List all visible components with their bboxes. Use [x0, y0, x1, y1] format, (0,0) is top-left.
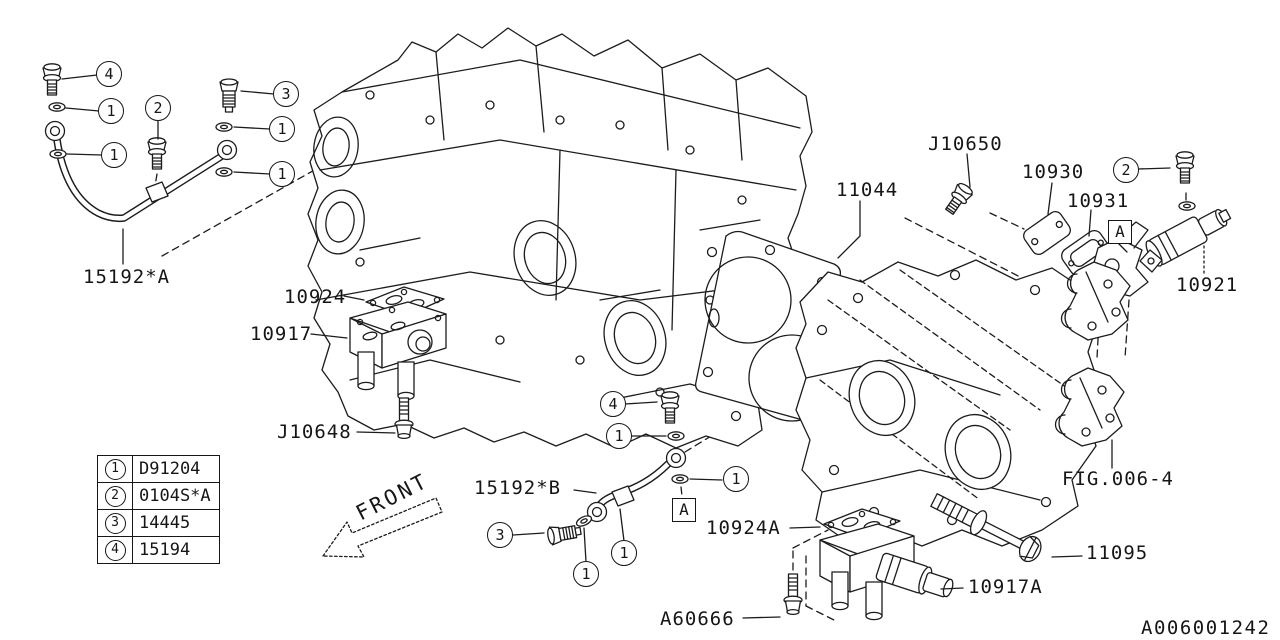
part-label-11095[interactable]: 11095 [1086, 542, 1149, 564]
callout-marker[interactable]: 1 [269, 161, 295, 187]
valve-assembly-10917a-drawing [783, 508, 954, 621]
cam-carrier-fig006-drawing [1054, 221, 1149, 469]
bolt-callout2-right-drawing [1175, 151, 1195, 184]
part-label-10924[interactable]: 10924 [284, 286, 347, 308]
oil-pipe-b-drawing [545, 391, 689, 547]
valve-assembly-10917-drawing [349, 286, 447, 440]
part-label-a60666[interactable]: A60666 [660, 608, 735, 630]
sensor-10921-drawing [1139, 208, 1232, 273]
part-label-15192a[interactable]: 15192*A [83, 266, 171, 288]
legend-row: 3 14445 [97, 509, 220, 537]
part-label-10917[interactable]: 10917 [250, 323, 313, 345]
callout-marker[interactable]: 4 [96, 61, 122, 87]
callout-marker[interactable]: 1 [611, 540, 637, 566]
document-number: A006001242 [1141, 617, 1271, 639]
part-label-10917a[interactable]: 10917A [968, 576, 1043, 598]
legend-part-number: 0104S*A [132, 482, 220, 510]
fig-ref-link[interactable]: FIG.006-4 [1062, 468, 1174, 490]
callout-marker[interactable]: 1 [269, 116, 295, 142]
section-marker-a[interactable]: A [1108, 220, 1132, 244]
callout-marker[interactable]: 2 [1113, 157, 1139, 183]
part-label-10921[interactable]: 10921 [1176, 274, 1239, 296]
part-label-15192b[interactable]: 15192*B [474, 477, 562, 499]
cover-10930-drawing [1023, 211, 1071, 255]
legend-ref-badge: 4 [104, 539, 126, 561]
callout-marker[interactable]: 2 [145, 95, 171, 121]
legend-part-number: 15194 [132, 536, 220, 564]
callout-marker[interactable]: 3 [273, 81, 299, 107]
callout-marker[interactable]: 3 [487, 522, 513, 548]
cylinder-head-drawing [795, 259, 1099, 547]
part-label-10931[interactable]: 10931 [1067, 190, 1130, 212]
legend-part-number: D91204 [132, 455, 220, 483]
part-label-10930[interactable]: 10930 [1022, 161, 1085, 183]
callout-marker[interactable]: 1 [101, 142, 127, 168]
bolt-11095-drawing [930, 493, 1042, 563]
part-label-j10650[interactable]: J10650 [928, 133, 1003, 155]
callout-marker[interactable]: 1 [98, 98, 124, 124]
legend-row: 4 15194 [97, 536, 220, 564]
legend-row: 1 D91204 [97, 455, 220, 483]
legend-ref-badge: 2 [104, 485, 126, 507]
front-arrow [322, 497, 443, 558]
legend-ref-badge: 1 [104, 458, 126, 480]
hardware-legend-table: 1 D91204 2 0104S*A 3 14445 4 15194 [97, 455, 220, 564]
callout-marker[interactable]: 4 [600, 391, 626, 417]
callout-marker[interactable]: 1 [573, 561, 599, 587]
oil-pipe-a-drawing [42, 63, 239, 265]
legend-ref-badge: 3 [104, 512, 126, 534]
callout-marker[interactable]: 1 [606, 423, 632, 449]
part-label-10924a[interactable]: 10924A [706, 517, 781, 539]
part-label-j10648[interactable]: J10648 [277, 421, 352, 443]
callout-marker[interactable]: 1 [723, 466, 749, 492]
leader-lines [61, 74, 1171, 619]
part-label-11044[interactable]: 11044 [836, 179, 899, 201]
legend-row: 2 0104S*A [97, 482, 220, 510]
section-marker-a[interactable]: A [672, 498, 696, 522]
legend-part-number: 14445 [132, 509, 220, 537]
solenoid-cylinder [875, 552, 954, 598]
